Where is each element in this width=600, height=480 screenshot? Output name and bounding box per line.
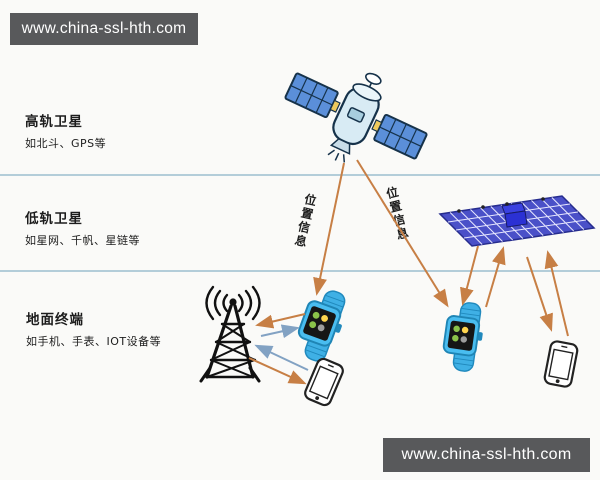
- layer-subtitle: 如北斗、GPS等: [25, 137, 107, 150]
- watermark-text: www.china-ssl-hth.com: [21, 20, 187, 37]
- smartwatch-icon: [297, 290, 346, 362]
- watermark-top: www.china-ssl-hth.com: [10, 13, 198, 45]
- watermark-text: www.china-ssl-hth.com: [401, 446, 572, 463]
- link-arrows: [248, 159, 569, 385]
- arrow-leo-to-phone2: [526, 256, 553, 332]
- layer-title: 地面终端: [26, 312, 84, 328]
- watermark-bottom: www.china-ssl-hth.com: [383, 438, 590, 472]
- smartphone-icon: [543, 340, 579, 388]
- layer-label-geo: 高轨卫星 如北斗、GPS等: [25, 110, 106, 151]
- geo-satellite-icon: [284, 72, 428, 163]
- layer-subtitle: 如手机、手表、IOT设备等: [26, 335, 162, 348]
- smartwatch-icon: [442, 302, 483, 372]
- radio-waves-icon: [205, 285, 261, 321]
- layer-label-ground: 地面终端 如手机、手表、IOT设备等: [26, 308, 161, 349]
- layer-divider-2: [0, 270, 600, 272]
- arrow-tower-to-watch1: [260, 324, 300, 339]
- smartphone-icon: [304, 357, 344, 407]
- arrow-watch1-to-tower: [255, 313, 306, 329]
- layer-subtitle: 如星网、千帆、星链等: [25, 234, 140, 247]
- arrow-leo-to-watch2: [460, 245, 479, 306]
- cell-tower-icon: [199, 285, 261, 383]
- arrow-geo-to-watch2: [356, 159, 449, 308]
- layer-title: 高轨卫星: [25, 114, 83, 130]
- arrow-phone2-to-leo: [544, 250, 569, 337]
- layer-divider-1: [0, 174, 600, 176]
- layer-label-leo: 低轨卫星 如星网、千帆、星链等: [25, 207, 140, 248]
- arrow-tower-to-phone1: [248, 357, 307, 385]
- arrow-phone1-to-tower: [254, 344, 309, 371]
- arrow-watch2-to-leo: [485, 246, 506, 308]
- leo-satellite-icon: [438, 195, 596, 247]
- arrow-geo-to-watch1: [313, 162, 345, 296]
- layer-title: 低轨卫星: [25, 211, 83, 227]
